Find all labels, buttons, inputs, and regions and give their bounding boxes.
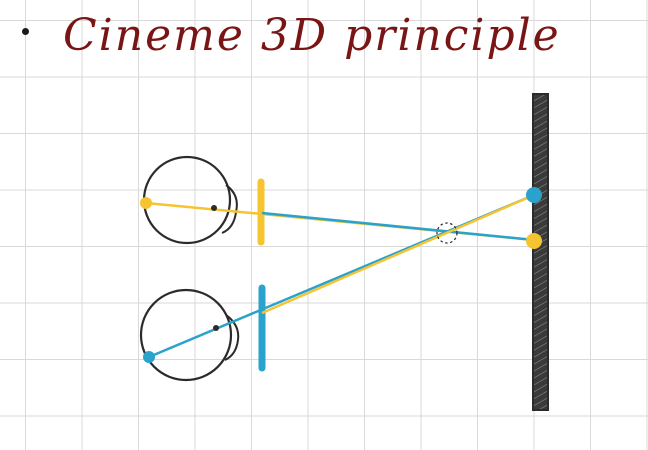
rays <box>145 193 535 359</box>
cinema-screen <box>532 93 549 411</box>
bullet-point <box>22 27 29 35</box>
upper-eye-pupil <box>211 205 217 211</box>
blue-ray-upper <box>261 211 535 242</box>
page-title: Cineme 3D principle <box>63 9 561 61</box>
title-row: Cineme 3D principle <box>22 0 561 70</box>
lower-eye-pupil <box>213 325 219 331</box>
screen-point-yellow <box>526 233 542 249</box>
upper-eye-retina-point <box>140 197 152 209</box>
yellow-ray-lower <box>261 193 535 315</box>
lower-eye-retina-point <box>143 351 155 363</box>
lower-eye <box>139 288 240 382</box>
perceived-3d-point <box>436 222 458 244</box>
upper-eye <box>142 155 238 245</box>
screen-point-blue <box>526 187 542 203</box>
